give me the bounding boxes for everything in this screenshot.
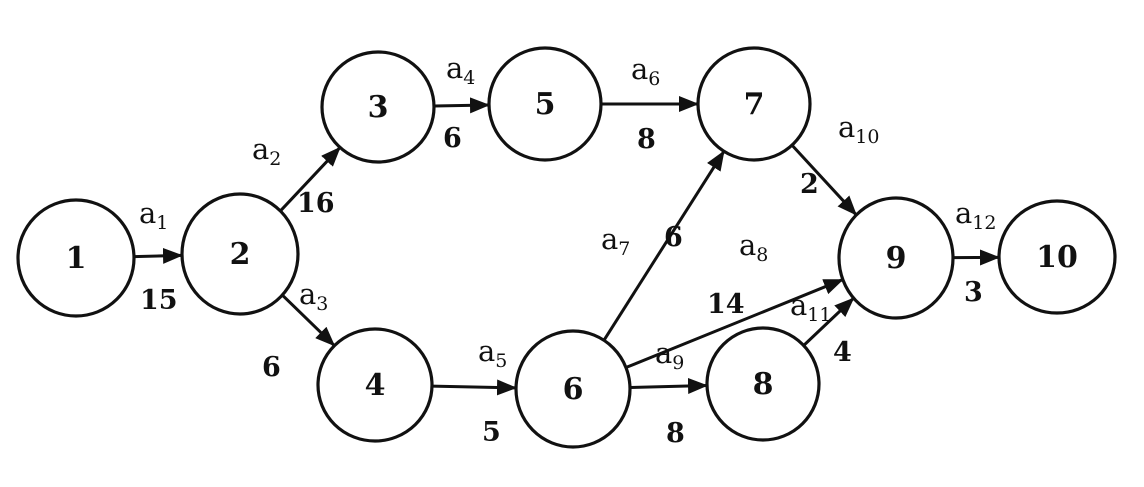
edge-arrow-a10 — [790, 144, 858, 216]
node-circle-5 — [487, 46, 603, 162]
node-circle-1 — [16, 198, 136, 318]
node-label-9: 9 — [886, 241, 907, 276]
edge-weight-a5: 5 — [482, 417, 501, 448]
edge-arrow-a8 — [625, 278, 844, 369]
edge-name-base: a — [139, 196, 156, 230]
edge-name-base: a — [838, 110, 855, 144]
edge-arrow-a7 — [602, 150, 726, 342]
node-label-10: 10 — [1036, 240, 1078, 275]
edge-arrow-a11 — [802, 297, 855, 347]
node-circle-8 — [705, 326, 821, 442]
edge-name-subscript: 9 — [672, 352, 684, 374]
edge-arrow-a9 — [629, 377, 709, 394]
node-circle-4 — [316, 327, 434, 443]
edge-name-subscript: 11 — [807, 304, 831, 326]
node-3: 3 — [320, 50, 436, 164]
edge-arrow-a5 — [431, 379, 518, 396]
node-circle-2 — [180, 192, 300, 316]
edge-name-a6: a6 — [631, 52, 660, 90]
edge-name-a9: a9 — [655, 336, 684, 374]
edges-layer — [133, 96, 1001, 396]
edge-weight-a9: 8 — [666, 418, 685, 449]
edge-weight-a11: 4 — [833, 337, 852, 368]
edge-name-subscript: 10 — [855, 126, 879, 148]
edge-name-a7: a7 — [601, 222, 630, 260]
edge-weight-a2: 16 — [297, 188, 335, 219]
edge-weight-a12: 3 — [964, 277, 983, 308]
edge-name-a4: a4 — [446, 51, 475, 89]
node-circle-10 — [997, 199, 1117, 315]
node-label-5: 5 — [535, 87, 556, 122]
edge-name-base: a — [299, 277, 316, 311]
edge-name-base: a — [790, 288, 807, 322]
edge-arrow-a3 — [281, 293, 336, 347]
edge-name-subscript: 2 — [269, 148, 281, 170]
node-label-4: 4 — [365, 368, 386, 403]
node-label-7: 7 — [744, 87, 765, 122]
node-circle-3 — [320, 50, 436, 164]
edge-name-a12: a12 — [955, 196, 996, 234]
node-circle-7 — [696, 46, 812, 162]
edge-weight-a3: 6 — [262, 352, 281, 383]
edge-weight-a7: 6 — [664, 222, 683, 253]
node-label-8: 8 — [753, 367, 774, 402]
edge-name-a3: a3 — [299, 277, 328, 315]
edge-name-a2: a2 — [252, 132, 281, 170]
edge-weight-a4: 6 — [443, 123, 462, 154]
node-label-1: 1 — [66, 241, 87, 276]
edge-name-subscript: 12 — [972, 212, 996, 234]
edge-arrow-a4 — [433, 97, 491, 114]
node-circle-6 — [514, 329, 632, 449]
node-4: 4 — [316, 327, 434, 443]
edge-name-base: a — [446, 51, 463, 85]
edge-weight-a6: 8 — [637, 124, 656, 155]
edge-weight-a10: 2 — [800, 169, 819, 200]
edge-name-subscript: 3 — [316, 293, 328, 315]
edge-name-a5: a5 — [478, 334, 507, 372]
node-10: 10 — [997, 199, 1117, 315]
edge-name-subscript: 6 — [648, 68, 660, 90]
edge-name-a1: a1 — [139, 196, 168, 234]
edge-name-subscript: 7 — [618, 238, 630, 260]
node-circle-9 — [837, 196, 955, 320]
edge-name-subscript: 4 — [463, 67, 475, 89]
edge-name-a10: a10 — [838, 110, 879, 148]
edge-name-base: a — [631, 52, 648, 86]
edge-name-subscript: 1 — [156, 212, 168, 234]
node-label-6: 6 — [563, 372, 584, 407]
edge-arrow-a1 — [133, 247, 184, 264]
node-6: 6 — [514, 329, 632, 449]
edge-name-subscript: 5 — [495, 350, 507, 372]
edge-name-base: a — [955, 196, 972, 230]
node-1: 1 — [16, 198, 136, 318]
node-9: 9 — [837, 196, 955, 320]
node-7: 7 — [696, 46, 812, 162]
edge-name-base: a — [478, 334, 495, 368]
edge-name-a11: a11 — [790, 288, 831, 326]
edge-weight-a8: 14 — [707, 289, 745, 320]
edge-name-base: a — [601, 222, 618, 256]
edge-name-base: a — [252, 132, 269, 166]
edge-arrow-a2 — [279, 146, 342, 212]
edge-weight-a1: 15 — [140, 285, 178, 316]
node-5: 5 — [487, 46, 603, 162]
node-label-3: 3 — [368, 90, 389, 125]
edge-name-base: a — [655, 336, 672, 370]
edge-name-base: a — [739, 228, 756, 262]
node-label-2: 2 — [230, 237, 251, 272]
edge-name-a8: a8 — [739, 228, 768, 266]
node-8: 8 — [705, 326, 821, 442]
node-2: 2 — [180, 192, 300, 316]
edge-name-subscript: 8 — [756, 244, 768, 266]
